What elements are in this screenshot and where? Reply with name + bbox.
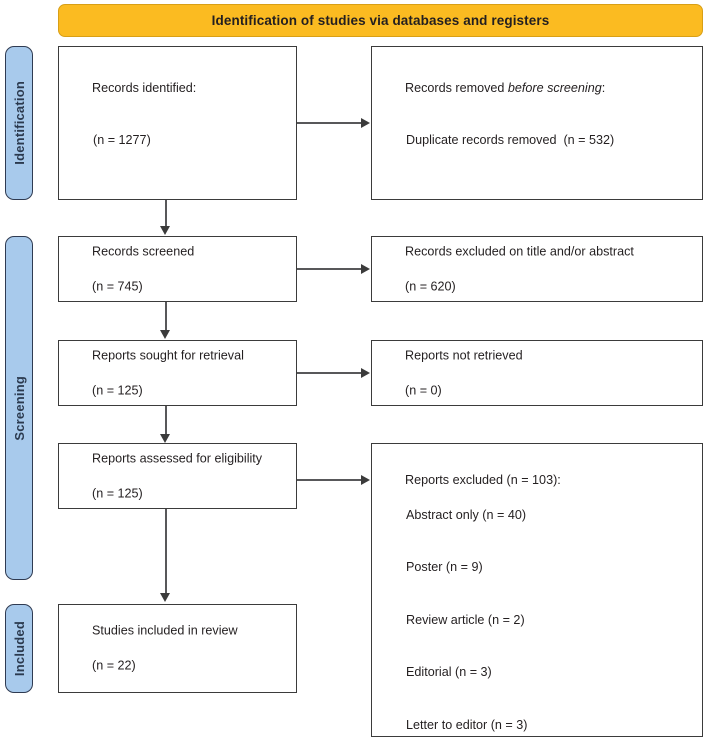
records-removed-line1b: :	[601, 80, 606, 95]
box-records-removed-text: Records removed before screening: Duplic…	[384, 62, 694, 185]
reason-item: Letter to editor (n = 3)	[406, 717, 528, 732]
connector-screened-to-sought	[165, 302, 167, 331]
records-screened-line1: Records screened	[92, 243, 195, 258]
phase-tab-included: Included	[5, 604, 33, 693]
reports-excluded-heading: Reports excluded (n = 103):	[405, 472, 561, 487]
reports-not-retrieved-line1: Reports not retrieved	[405, 347, 523, 362]
box-reports-assessed-for-eligibility: Reports assessed for eligibility (n = 12…	[58, 443, 297, 509]
box-reports-excluded-reasons: Reports excluded (n = 103): Abstract onl…	[371, 443, 703, 737]
arrowhead-assessed-to-included	[160, 593, 171, 602]
arrowhead-screened-to-sought	[160, 330, 171, 339]
reason-item: Abstract only (n = 40)	[406, 507, 527, 522]
connector-sought-to-assessed	[165, 406, 167, 435]
arrowhead-identified-to-screened	[160, 226, 171, 235]
records-removed-line1-italic: before screening	[507, 80, 602, 95]
arrowhead-screened-to-excluded	[361, 263, 370, 274]
studies-included-line1: Studies included in review	[92, 623, 238, 638]
box-studies-included-in-review: Studies included in review (n = 22)	[58, 604, 297, 693]
box-records-excluded-text: Records excluded on title and/or abstrac…	[384, 225, 694, 313]
arrowhead-assessed-to-excluded-reasons	[361, 474, 370, 485]
box-studies-included-text: Studies included in review (n = 22)	[71, 605, 288, 693]
phase-label-included: Included	[11, 620, 27, 677]
phase-label-screening: Screening	[11, 375, 27, 441]
reports-assessed-line2: (n = 125)	[92, 485, 143, 500]
reason-item: Editorial (n = 3)	[406, 665, 492, 679]
records-removed-line1a: Records removed	[405, 80, 508, 95]
box-records-screened-text: Records screened (n = 745)	[71, 225, 288, 313]
box-records-excluded-title-abstract: Records excluded on title and/or abstrac…	[371, 236, 703, 302]
connector-assessed-to-included	[165, 509, 167, 594]
records-removed-line2: Duplicate records removed (n = 532)	[406, 132, 615, 147]
banner-title: Identification of studies via databases …	[211, 13, 550, 28]
records-excluded-line2: (n = 620)	[405, 278, 456, 293]
reports-sought-line2: (n = 125)	[92, 382, 143, 397]
records-identified-line1: Records identified:	[92, 80, 197, 95]
phase-label-identification: Identification	[11, 81, 27, 165]
arrowhead-sought-to-assessed	[160, 434, 171, 443]
phase-tab-identification: Identification	[5, 46, 33, 200]
phase-tab-screening: Screening	[5, 236, 33, 580]
reports-sought-line1: Reports sought for retrieval	[92, 347, 244, 362]
records-excluded-line1: Records excluded on title and/or abstrac…	[405, 243, 634, 258]
box-reports-assessed-text: Reports assessed for eligibility (n = 12…	[71, 432, 288, 520]
connector-sought-to-not-retrieved	[297, 372, 362, 374]
connector-identified-to-removed	[297, 122, 362, 124]
box-reports-not-retrieved-text: Reports not retrieved (n = 0)	[384, 329, 694, 417]
studies-included-line2: (n = 22)	[92, 658, 136, 673]
box-reports-not-retrieved: Reports not retrieved (n = 0)	[371, 340, 703, 406]
box-records-removed-before-screening: Records removed before screening: Duplic…	[371, 46, 703, 200]
reason-item: Review article (n = 2)	[406, 612, 525, 627]
box-reports-sought-text: Reports sought for retrieval (n = 125)	[71, 329, 288, 417]
box-reports-excluded-reasons-text: Reports excluded (n = 103): Abstract onl…	[384, 454, 694, 746]
reports-not-retrieved-line2: (n = 0)	[405, 382, 442, 397]
box-records-screened: Records screened (n = 745)	[58, 236, 297, 302]
box-records-identified-text: Records identified: (n = 1277)	[71, 62, 288, 185]
box-reports-sought-for-retrieval: Reports sought for retrieval (n = 125)	[58, 340, 297, 406]
arrowhead-sought-to-not-retrieved	[361, 367, 370, 378]
records-screened-line2: (n = 745)	[92, 278, 143, 293]
connector-screened-to-excluded	[297, 268, 362, 270]
box-records-identified: Records identified: (n = 1277)	[58, 46, 297, 200]
reason-item: Poster (n = 9)	[406, 560, 483, 574]
records-identified-line2: (n = 1277)	[93, 132, 151, 147]
arrowhead-identified-to-removed	[361, 117, 370, 128]
connector-identified-to-screened	[165, 200, 167, 227]
banner-identification-databases: Identification of studies via databases …	[58, 4, 703, 37]
connector-assessed-to-excluded-reasons	[297, 479, 362, 481]
reports-assessed-line1: Reports assessed for eligibility	[92, 450, 263, 465]
